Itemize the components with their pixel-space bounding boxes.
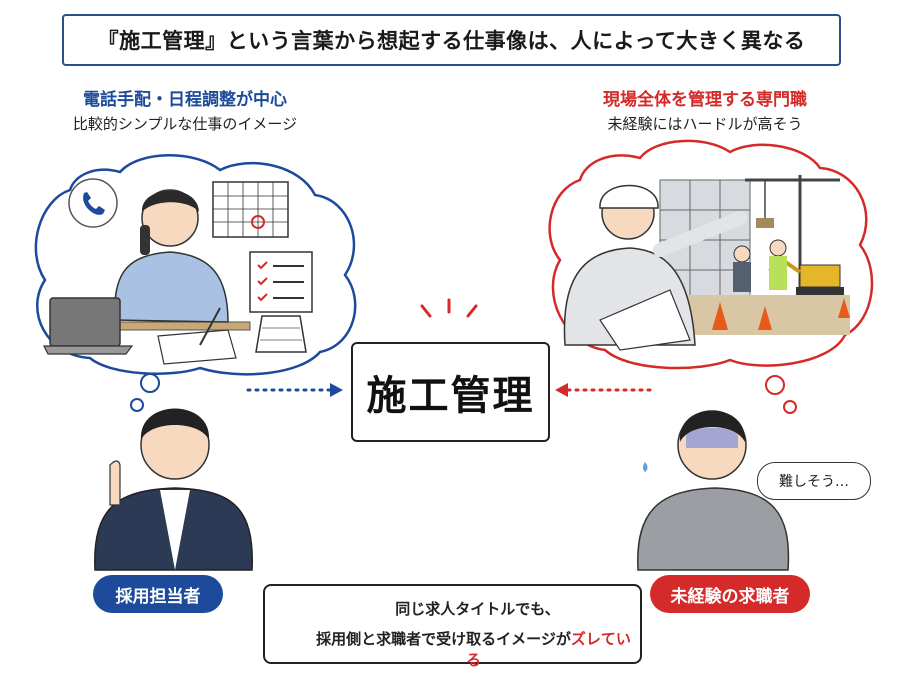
speech-text: 難しそう… [779, 474, 849, 490]
right-arrow [555, 383, 652, 397]
right-subheading: 未経験にはハードルが高そう [607, 115, 803, 133]
office-worker-figure [99, 189, 251, 331]
message-line2: 採用側と求職者で受け取るイメージがズレている [315, 628, 632, 670]
message-line2-prefix: 採用側と求職者で受け取るイメージが [316, 630, 571, 648]
laptop-icon [43, 297, 134, 355]
center-label: 施工管理 [366, 373, 535, 419]
jobseeker-label: 未経験の求職者 [650, 575, 810, 613]
left-subheading: 比較的シンプルな仕事のイメージ [72, 115, 298, 133]
document-pen-icon [157, 307, 237, 365]
title-banner: 『施工管理』という言葉から想起する仕事像は、人によって大きく異なる [62, 14, 841, 66]
recruiter-label: 採用担当者 [93, 575, 223, 613]
desk-calendar-icon [255, 315, 307, 353]
message-line1: 同じ求人タイトルでも、 [395, 600, 560, 618]
message-highlight: ズレている [465, 630, 631, 669]
jobseeker-figure [637, 410, 790, 571]
site-manager-figure [563, 184, 747, 351]
recruiter-figure [94, 408, 253, 571]
calendar-icon [212, 181, 289, 238]
page-title: 『施工管理』という言葉から想起する仕事像は、人によって大きく異なる [97, 29, 806, 53]
phone-icon [68, 178, 118, 228]
checklist-icon [249, 251, 313, 313]
left-heading: 電話手配・日程調整が中心 [83, 90, 287, 110]
jobseeker-speech-bubble: 難しそう… [757, 462, 871, 500]
site-workers [733, 239, 787, 292]
attention-marks [420, 298, 478, 318]
message-box: 同じ求人タイトルでも、 採用側と求職者で受け取るイメージがズレている [263, 584, 642, 669]
left-arrow [246, 383, 343, 397]
right-heading: 現場全体を管理する専門職 [603, 90, 807, 110]
traffic-cone-icon [712, 298, 850, 330]
center-concept-box: 施工管理 [351, 342, 550, 442]
